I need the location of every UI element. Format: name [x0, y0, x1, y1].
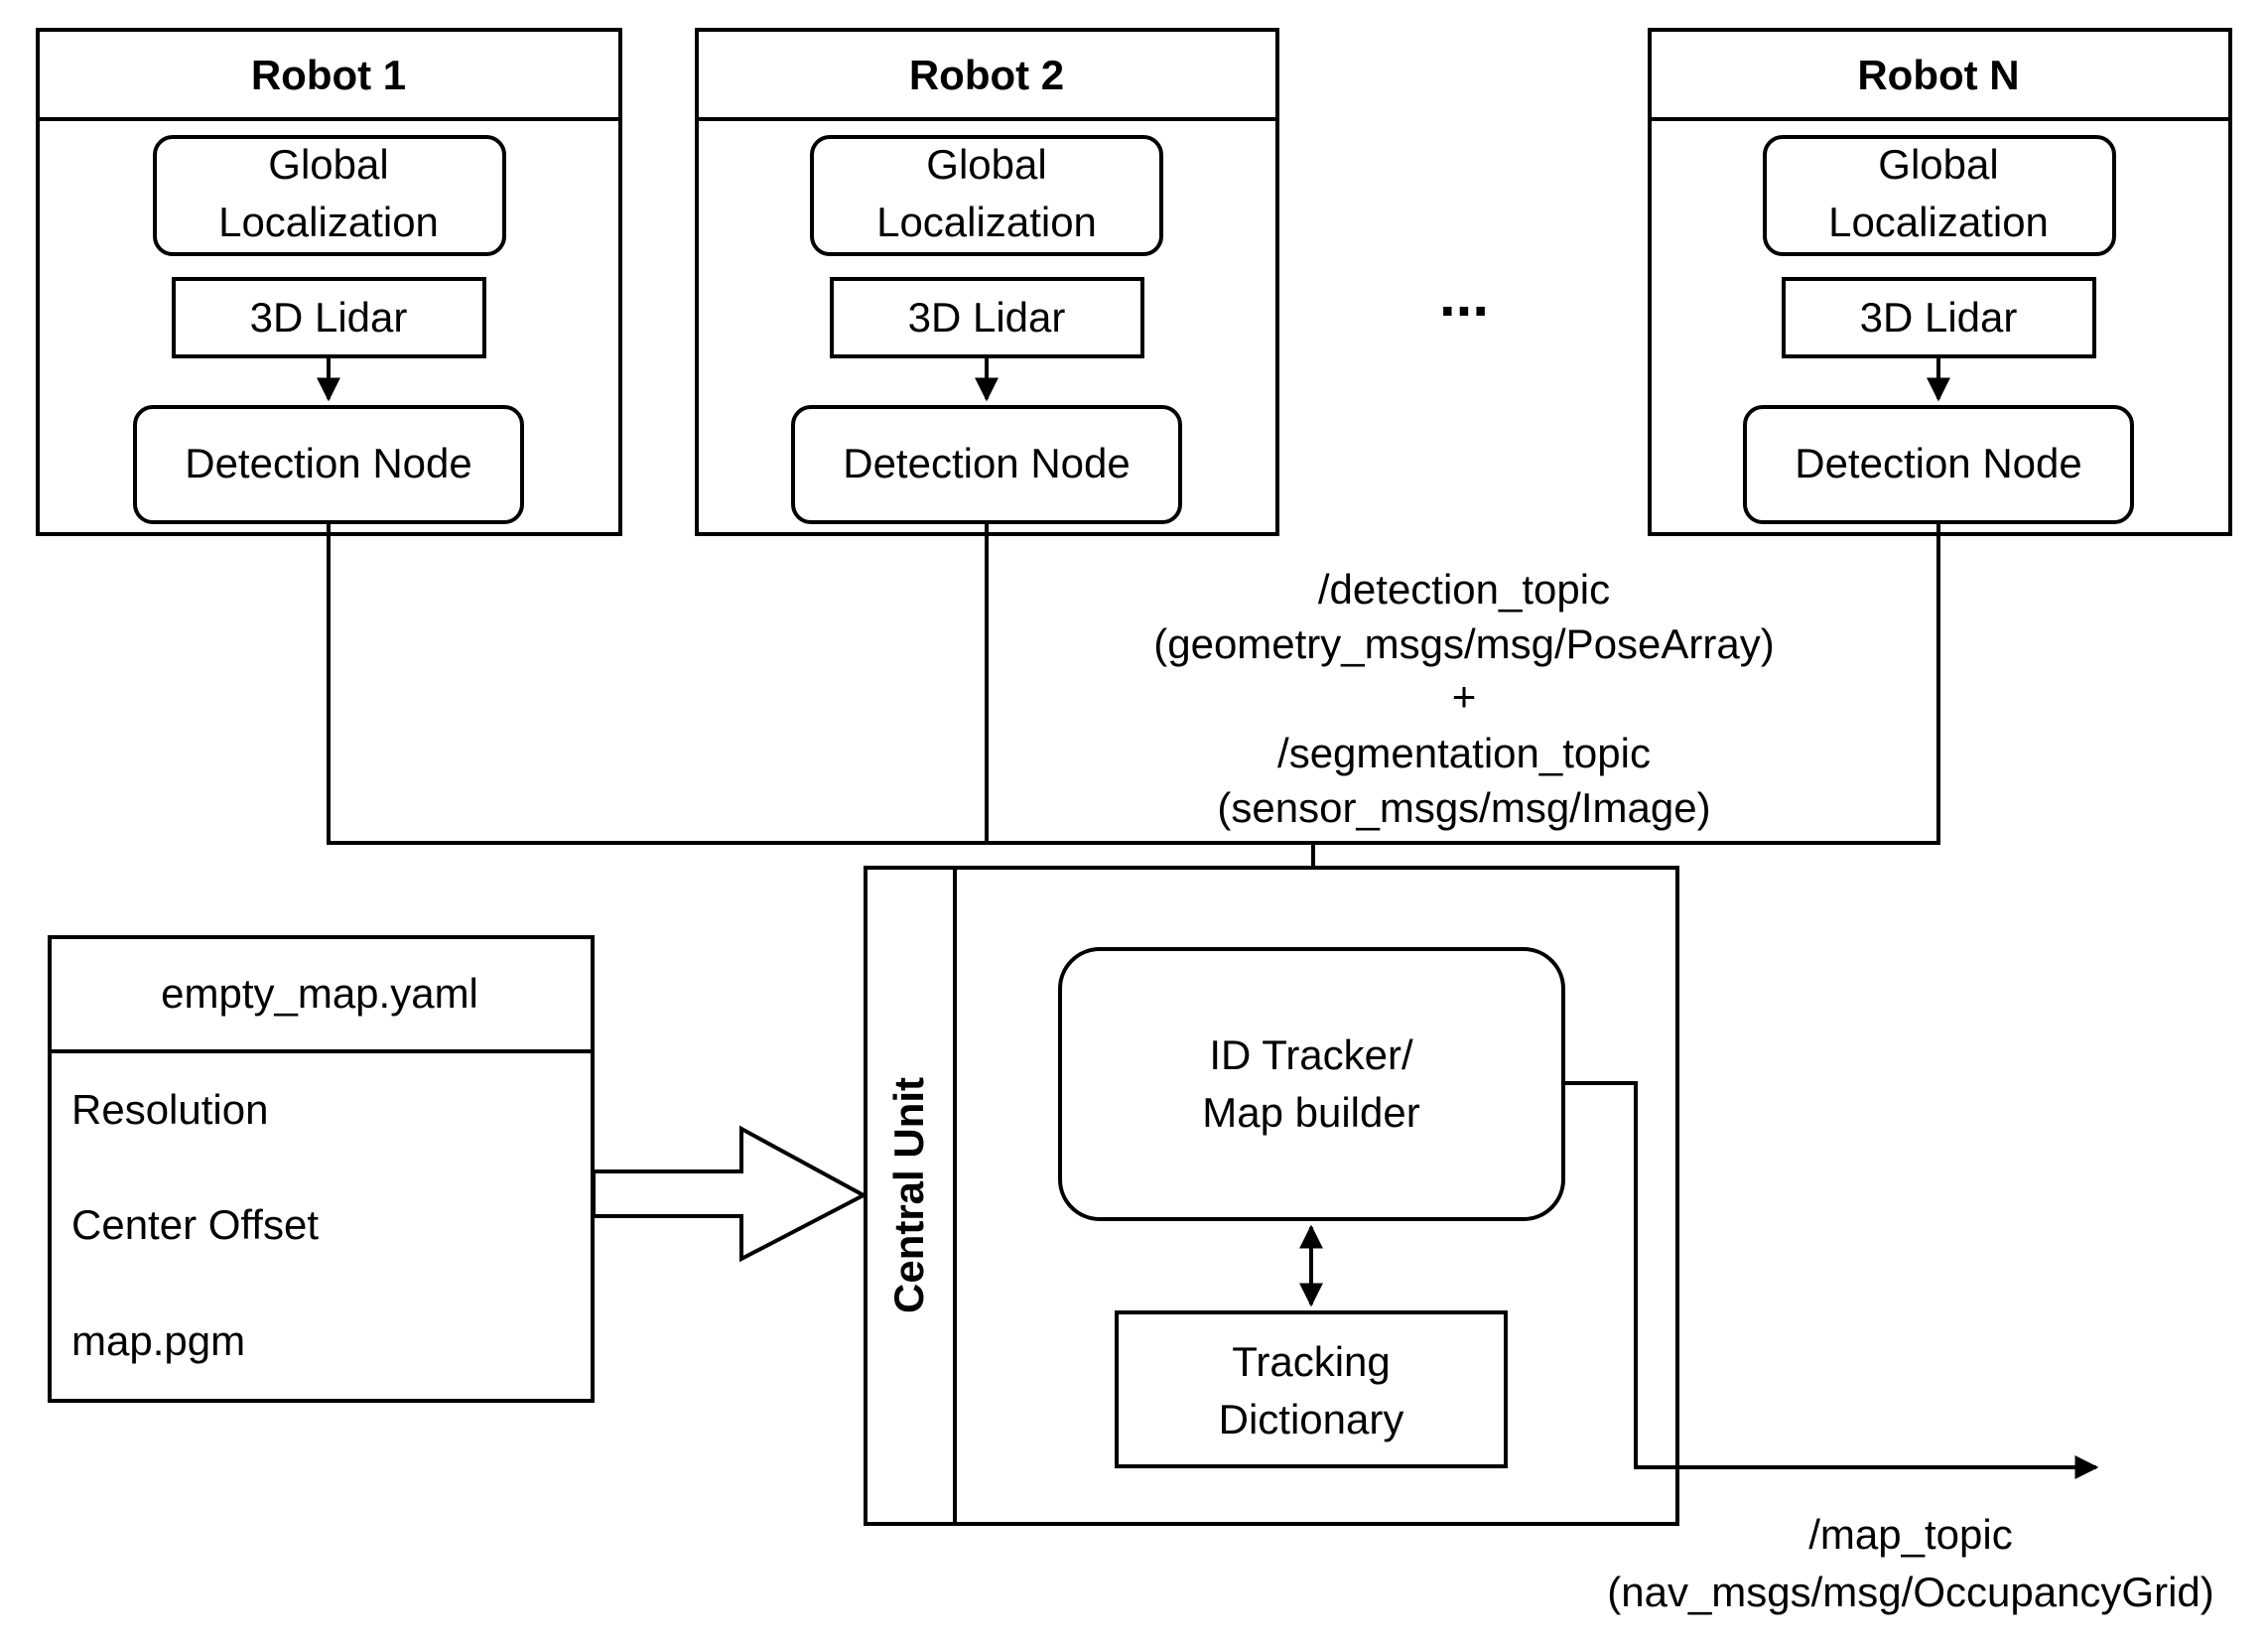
lidar-label-n: 3D Lidar	[1860, 294, 2018, 341]
topic-line-1: /detection_topic	[1318, 566, 1610, 613]
localization-label-n-line1: Global	[1878, 141, 1998, 188]
detection-topic-label: /detection_topic (geometry_msgs/msg/Pose…	[1153, 566, 1775, 831]
detection-label-n: Detection Node	[1795, 440, 2082, 486]
map-file-item-resolution: Resolution	[71, 1086, 268, 1133]
topic-line-2: (geometry_msgs/msg/PoseArray)	[1153, 620, 1775, 667]
tracker-label-line1: ID Tracker/	[1209, 1031, 1413, 1078]
global-localization-box-1	[153, 135, 506, 256]
localization-label-2-line1: Global	[926, 141, 1046, 188]
map-output-arrow	[1563, 1081, 2099, 1479]
robot-1-group: Robot 1 Global Localization 3D Lidar Det…	[36, 28, 622, 536]
tracker-label-line2: Map builder	[1202, 1089, 1419, 1136]
lidar-box-2	[830, 277, 1144, 358]
detection-bus	[327, 522, 1940, 941]
detection-label-2: Detection Node	[843, 440, 1131, 486]
map-file-item-pgm: map.pgm	[71, 1317, 245, 1364]
map-file-group: empty_map.yaml Resolution Center Offset …	[48, 935, 595, 1403]
map-input-arrow	[592, 1125, 868, 1263]
central-unit-label: Central Unit	[885, 1077, 932, 1313]
id-tracker-box	[1058, 947, 1565, 1221]
topic-line-4: /segmentation_topic	[1277, 730, 1651, 776]
central-unit-group: Central Unit ID Tracker/ Map builder Tra…	[864, 866, 1679, 1526]
robot-2-group: Robot 2 Global Localization 3D Lidar Det…	[695, 28, 1279, 536]
map-topic-line-2: (nav_msgs/msg/OccupancyGrid)	[1607, 1569, 2214, 1615]
dictionary-label-line1: Tracking	[1232, 1338, 1391, 1385]
dictionary-label-line2: Dictionary	[1219, 1396, 1404, 1442]
robot-n-title: Robot N	[1857, 52, 2019, 98]
robot-2-title: Robot 2	[909, 52, 1064, 98]
detection-label-1: Detection Node	[185, 440, 472, 486]
lidar-label-1: 3D Lidar	[250, 294, 408, 341]
robot-n-group: Robot N Global Localization 3D Lidar Det…	[1648, 28, 2232, 536]
global-localization-box-2	[810, 135, 1163, 256]
localization-label-n-line2: Localization	[1828, 199, 2049, 245]
topic-line-3: +	[1452, 673, 1477, 720]
topic-line-5: (sensor_msgs/msg/Image)	[1217, 784, 1710, 831]
localization-label-1-line1: Global	[268, 141, 388, 188]
tracking-dictionary-box	[1115, 1310, 1508, 1468]
map-file-title: empty_map.yaml	[161, 970, 478, 1017]
global-localization-box-n	[1763, 135, 2116, 256]
more-robots-ellipsis: ...	[1439, 262, 1489, 329]
localization-label-1-line2: Localization	[218, 199, 439, 245]
robot-1-title: Robot 1	[251, 52, 406, 98]
map-topic-label: /map_topic (nav_msgs/msg/OccupancyGrid)	[1607, 1511, 2214, 1615]
lidar-label-2: 3D Lidar	[908, 294, 1066, 341]
map-topic-line-1: /map_topic	[1808, 1511, 2012, 1558]
map-file-item-offset: Center Offset	[71, 1201, 319, 1248]
localization-label-2-line2: Localization	[876, 199, 1097, 245]
map-file-box	[48, 935, 595, 1403]
